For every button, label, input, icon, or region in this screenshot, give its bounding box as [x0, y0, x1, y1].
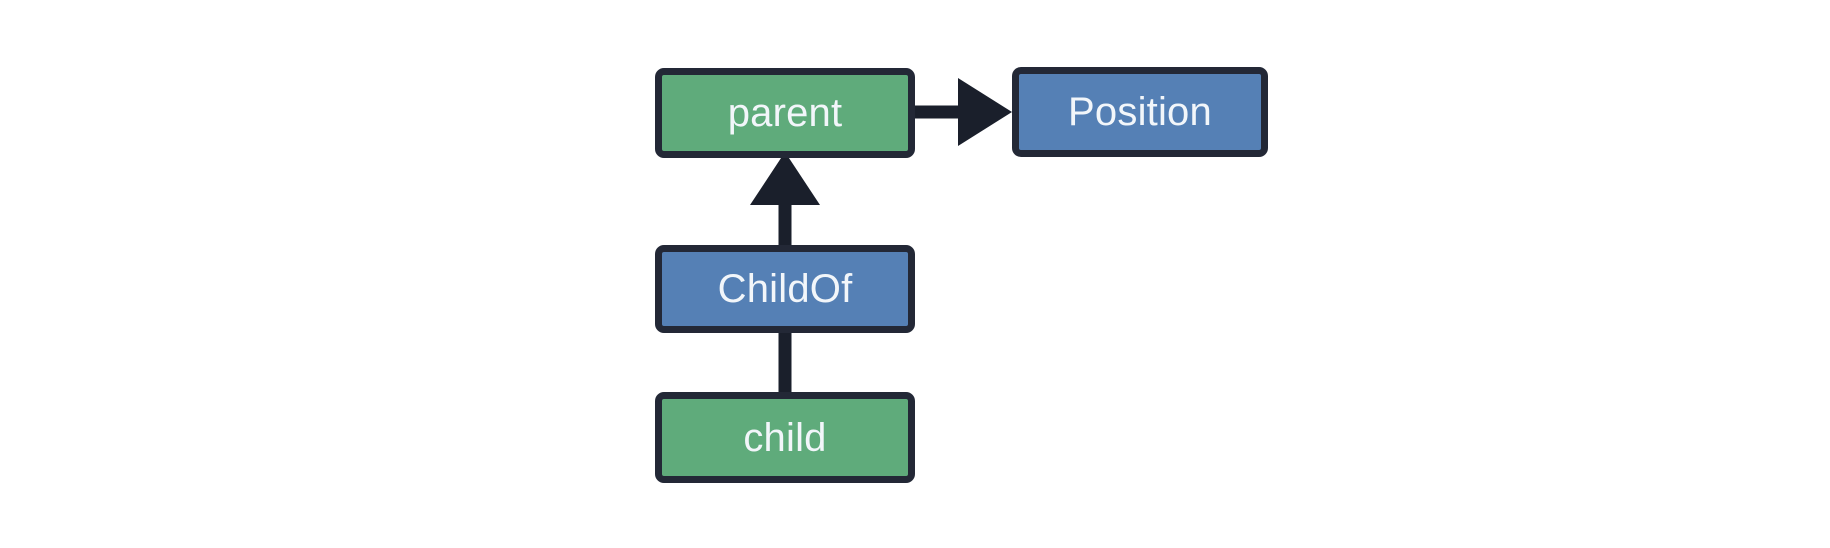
edge-parent-to-position-arrowhead [958, 78, 1012, 146]
node-child-label: child [743, 415, 827, 460]
node-position[interactable]: Position [1012, 67, 1268, 157]
node-position-label: Position [1068, 90, 1212, 134]
node-childof-label: ChildOf [717, 267, 853, 311]
node-parent[interactable]: parent [655, 68, 915, 158]
node-child[interactable]: child [655, 392, 915, 483]
node-childof[interactable]: ChildOf [655, 245, 915, 333]
node-parent-label: parent [727, 91, 843, 135]
edge-childof-to-parent-arrowhead [750, 152, 820, 205]
